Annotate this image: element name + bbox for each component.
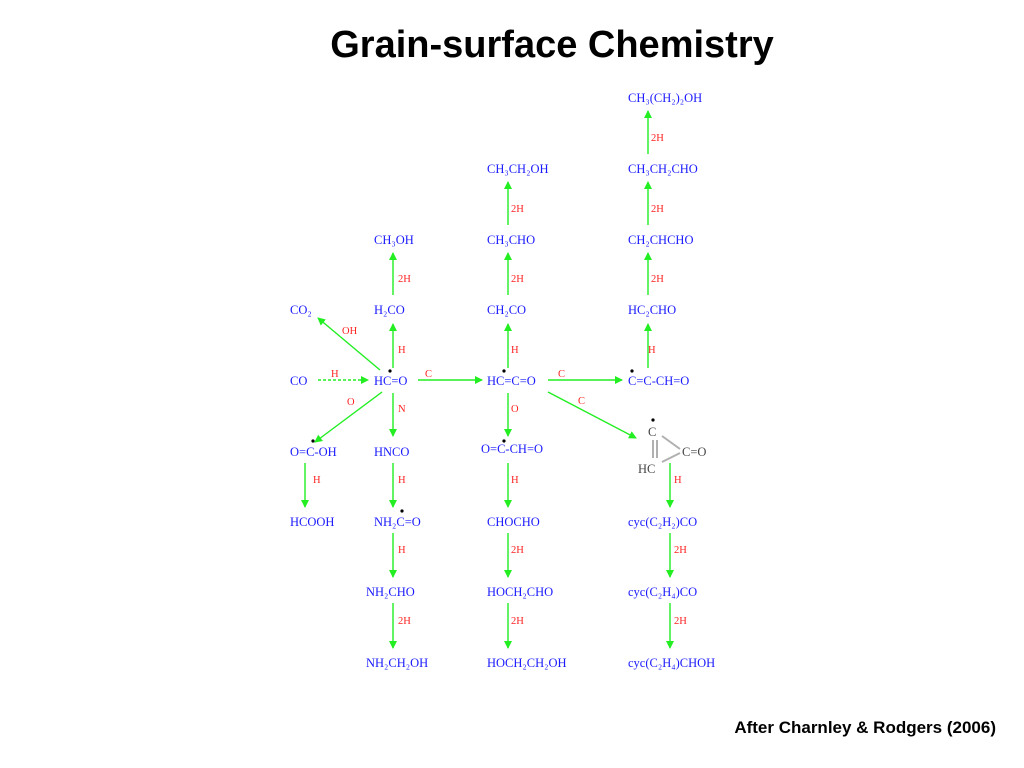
species-hc2cho: HC₂CHO: [628, 303, 676, 317]
label-ch2co-to-ch3cho: 2H: [511, 274, 524, 285]
arrow-hcco-to-ring: [547, 391, 637, 439]
label-hcco-to-ch2co: H: [511, 345, 519, 356]
species-hcco: HC=C=O: [487, 374, 536, 388]
ring-c: C: [648, 425, 656, 439]
species-hnco: HNCO: [374, 445, 409, 459]
label-hoch2cho-to-hoch2ch2oh: 2H: [511, 616, 524, 627]
label-ring-to-cyc-c2h2-co: H: [674, 475, 682, 486]
label-hcco-to-ccch: C: [558, 369, 565, 380]
species-ccch: C=C-CH=O: [628, 374, 689, 388]
label-ccch-to-hc2cho: H: [648, 345, 656, 356]
species-co2: CO₂: [290, 303, 312, 317]
species-occho: O=C-CH=O: [481, 442, 543, 456]
label-cyc-c2h2-co-to-cyc-c2h4-co: 2H: [674, 545, 687, 556]
species-ch2chcho: CH₂CHCHO: [628, 233, 693, 247]
label-cyc-c2h4-co-to-cyc-c2h4-choh: 2H: [674, 616, 687, 627]
label-co-to-hco: H: [331, 369, 339, 380]
ring-hc: HC: [638, 462, 655, 476]
species-co: CO: [290, 374, 307, 388]
citation-credit: After Charnley & Rodgers (2006): [734, 718, 996, 737]
label-ocoh-to-hcooh: H: [313, 475, 321, 486]
species-cyc-c2h4-co: cyc(C₂H₄)CO: [628, 585, 697, 599]
label-hco-to-co2: OH: [342, 326, 358, 337]
label-hco-to-ocoh: O: [347, 397, 355, 408]
reaction-arrows: [301, 110, 674, 649]
species-hcooh: HCOOH: [290, 515, 334, 529]
label-h2co-to-ch3oh: 2H: [398, 274, 411, 285]
arrow-hco-to-ocoh: [314, 391, 383, 443]
species-hco: HC=O: [374, 374, 407, 388]
label-hc2cho-to-ch2chcho: 2H: [651, 274, 664, 285]
radical-dots: [311, 369, 655, 513]
label-hcco-to-occho: O: [511, 404, 519, 415]
slide-title: Grain-surface Chemistry: [330, 24, 774, 66]
label-ch3ch2cho-to-ch3ch2ch2oh: 2H: [651, 133, 664, 144]
species-ch3oh: CH₃OH: [374, 233, 414, 247]
label-hco-to-h2co: H: [398, 345, 406, 356]
species-ch3ch2cho: CH₃CH₂CHO: [628, 162, 698, 176]
label-hco-to-hcco: C: [425, 369, 432, 380]
label-ch2chcho-to-ch3ch2cho: 2H: [651, 204, 664, 215]
label-hcco-to-ring: C: [578, 396, 585, 407]
ring-co: C=O: [682, 445, 706, 459]
label-nh2co-to-nh2cho: H: [398, 545, 406, 556]
species-chocho: CHOCHO: [487, 515, 540, 529]
label-hco-to-hnco: N: [398, 404, 406, 415]
species-ch2co: CH₂CO: [487, 303, 526, 317]
species-ch3cho: CH₃CHO: [487, 233, 535, 247]
label-ch3cho-to-ch3ch2oh: 2H: [511, 204, 524, 215]
arrow-hco-to-co2: [317, 317, 381, 371]
label-nh2cho-to-nh2ch2oh: 2H: [398, 616, 411, 627]
label-hnco-to-nh2co: H: [398, 475, 406, 486]
label-occho-to-chocho: H: [511, 475, 519, 486]
species-nh2cho: NH₂CHO: [366, 585, 415, 599]
species-ch3ch2oh: CH₃CH₂OH: [487, 162, 549, 176]
species-hoch2ch2oh: HOCH₂CH₂OH: [487, 656, 567, 670]
species-h2co: H₂CO: [374, 303, 405, 317]
ring-bonds: [652, 435, 681, 463]
species-ch3ch2ch2oh: CH₃(CH₂)₂OH: [628, 91, 702, 105]
species-nh2ch2oh: NH₂CH₂OH: [366, 656, 428, 670]
species-cyc-c2h2-co: cyc(C₂H₂)CO: [628, 515, 697, 529]
species-hoch2cho: HOCH₂CHO: [487, 585, 553, 599]
label-chocho-to-hoch2cho: 2H: [511, 545, 524, 556]
species-cyc-c2h4-choh: cyc(C₂H₄)CHOH: [628, 656, 715, 670]
species-nh2co: NH₂C=O: [374, 515, 421, 529]
species-ocoh: O=C-OH: [290, 445, 337, 459]
